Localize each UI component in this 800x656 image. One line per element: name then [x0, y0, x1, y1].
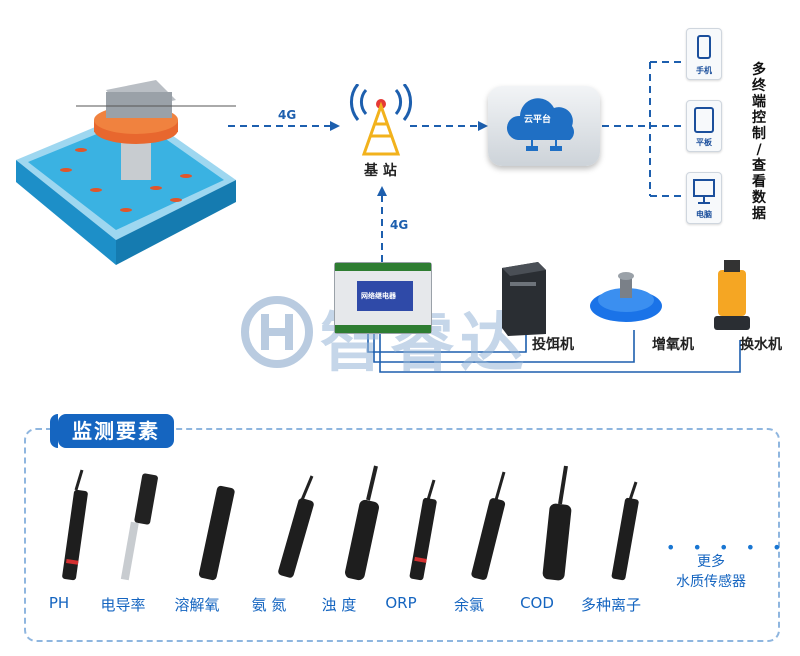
aerator-machine-icon	[590, 272, 662, 322]
water-pump-icon	[714, 260, 750, 330]
more-dots: • • • • •	[666, 538, 788, 557]
sensor-label-turbidity: 浊 度	[321, 596, 357, 614]
ph-probe-icon	[62, 469, 88, 581]
cloud-label: 云平台	[524, 115, 552, 125]
feeder-machine-icon	[502, 262, 546, 336]
monitor-panel	[24, 428, 780, 642]
ammonia-probe-icon	[278, 475, 314, 578]
tablet-icon	[694, 107, 714, 133]
cloud-icon	[506, 98, 574, 151]
fish-pool-illustration	[16, 80, 236, 265]
tablet-terminal: 平板	[686, 100, 722, 152]
watermark-logo-icon	[241, 296, 313, 368]
network-relay-controller: 网络继电器	[334, 262, 432, 334]
phone-label: 手机	[696, 66, 712, 75]
more-sensors: 更多 水质传感器	[656, 552, 766, 592]
aerator-label: 增氧机	[652, 337, 694, 353]
residual-chlorine-probe-icon	[471, 471, 506, 580]
cod-probe-icon	[542, 465, 572, 581]
feeder-label: 投饵机	[532, 337, 574, 353]
dissolved-oxygen-probe-icon	[198, 485, 235, 581]
sensor-label-conductivity: 电导率	[100, 596, 146, 614]
pc-terminal: 电脑	[686, 172, 722, 224]
sensor-label-ammonia: 氨 氮	[251, 596, 287, 614]
tablet-label: 平板	[696, 138, 712, 147]
connection-lines	[228, 61, 741, 373]
sensor-probes	[62, 465, 639, 581]
sensor-label-orp: ORP	[385, 594, 417, 612]
sensor-label-multi-ion: 多种离子	[580, 596, 641, 614]
link-label-4g-mid: 4G	[390, 218, 409, 232]
more-sensors-line2: 水质传感器	[676, 574, 746, 590]
phone-terminal: 手机	[686, 28, 722, 80]
sensor-label-cod: COD	[520, 594, 554, 612]
monitor-title: 监测要素	[50, 414, 174, 448]
pc-label: 电脑	[696, 210, 712, 219]
controller-screen	[357, 281, 413, 311]
sensor-label-dissolved-oxygen: 溶解氧	[174, 596, 220, 614]
controller-label: 网络继电器	[361, 292, 396, 300]
base-station-tower-icon	[350, 84, 412, 156]
conductivity-probe-icon	[120, 473, 158, 581]
wire-aerator	[373, 330, 635, 363]
multi-ion-probe-icon	[611, 481, 639, 581]
wire-feeder	[367, 330, 527, 353]
link-label-4g-top: 4G	[278, 108, 297, 122]
cloud-platform-tile: 云平台	[488, 86, 600, 166]
more-sensors-line1: 更多	[697, 554, 725, 570]
pump-label: 换水机	[740, 337, 782, 353]
wire-pump	[379, 330, 741, 373]
monitor-icon	[693, 179, 715, 204]
sensor-label-residual-chlorine: 余氯	[453, 596, 484, 614]
turbidity-probe-icon	[345, 465, 379, 581]
arrow-heads	[330, 121, 488, 196]
phone-icon	[697, 35, 711, 59]
orp-probe-icon	[409, 479, 437, 581]
base-station-label: 基 站	[364, 163, 397, 179]
sensor-label-ph: PH	[48, 594, 70, 612]
terminal-caption: 多终 端控 制/ 查看 数据	[752, 62, 766, 222]
